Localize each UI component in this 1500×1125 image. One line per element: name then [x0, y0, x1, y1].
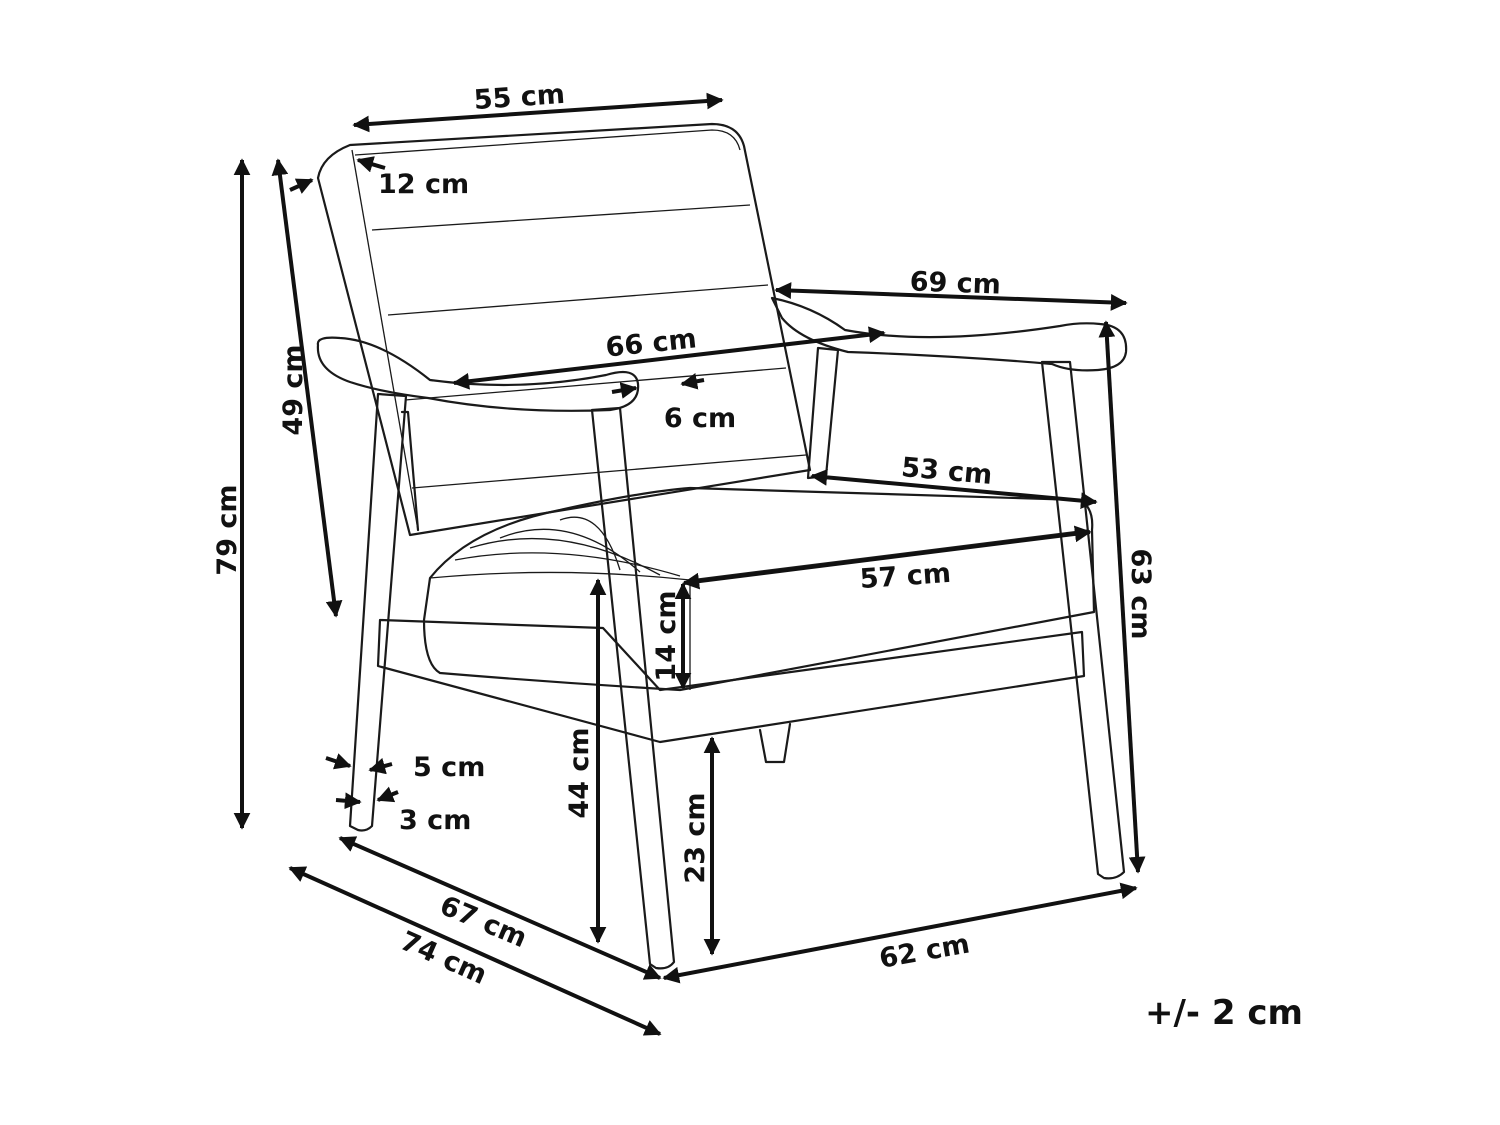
dimension-labels: 55 cm 12 cm 49 cm 79 cm 69 cm 66 cm 6 cm…: [212, 79, 1303, 1033]
front-left-leg: [348, 392, 408, 832]
dim-leg-top: [325, 753, 352, 770]
dim-arm-depth: [774, 282, 1128, 311]
tolerance-note: +/- 2 cm: [1145, 993, 1303, 1033]
label-arm-width: 6 cm: [664, 403, 736, 434]
dim-arm-width: [611, 382, 638, 399]
dim-leg-bottom: [335, 792, 362, 810]
dimension-lines: [233, 92, 1146, 1036]
dim-seat-depth: [810, 469, 1098, 509]
armchair-outline: [316, 122, 1128, 970]
label-back-width: 55 cm: [473, 79, 566, 116]
dim-back-width: [352, 92, 724, 133]
dim-backrest-height: [271, 158, 343, 618]
label-leg-top: 5 cm: [413, 752, 485, 783]
dim-inner-width: [452, 326, 886, 390]
dim-depth-total: [288, 866, 662, 1036]
left-armrest: [316, 336, 640, 412]
label-seat-thickness: 14 cm: [651, 590, 682, 681]
dim-back-thickness: [356, 156, 386, 173]
label-backrest-height: 49 cm: [278, 344, 309, 435]
right-armrest: [770, 296, 1128, 372]
back-left-leg: [806, 346, 840, 480]
label-seat-height: 44 cm: [564, 727, 595, 818]
label-arm-height: 63 cm: [1125, 548, 1156, 639]
label-leg-bottom: 3 cm: [399, 805, 471, 836]
label-seat-width: 57 cm: [859, 558, 952, 595]
label-clearance: 23 cm: [680, 792, 711, 883]
dim-width-total: [662, 882, 1138, 984]
label-total-height: 79 cm: [212, 484, 243, 575]
dim-depth-inner: [338, 836, 662, 980]
label-back-thickness: 12 cm: [378, 169, 469, 200]
dim-seat-width: [682, 525, 1092, 590]
dim-arm-height: [1098, 320, 1146, 874]
seat-frame: [376, 618, 1086, 744]
label-arm-depth: 69 cm: [909, 266, 1001, 300]
seat-cushion: [422, 486, 1096, 692]
